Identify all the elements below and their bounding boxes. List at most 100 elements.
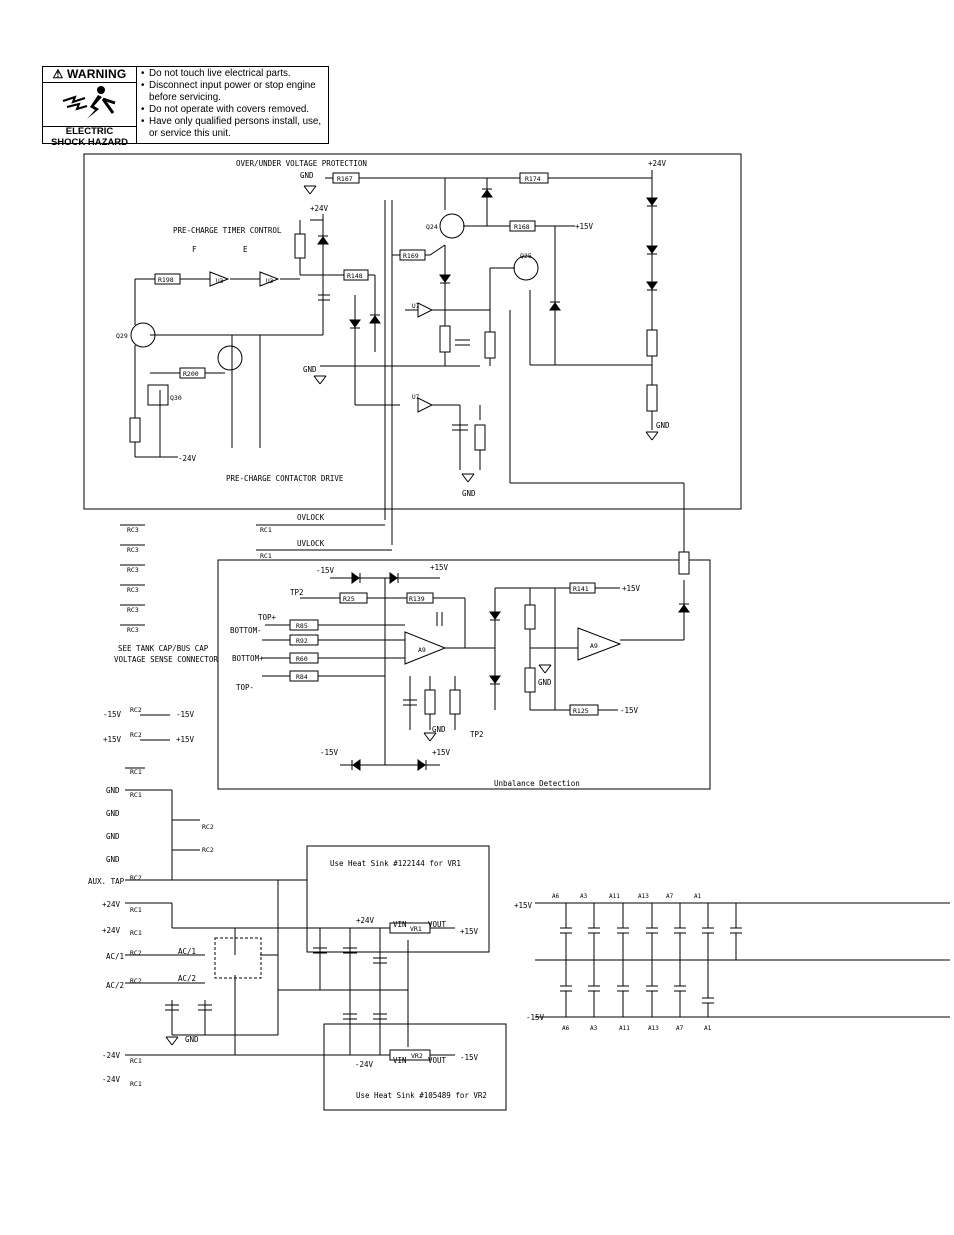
rail-label: +15V [622, 584, 641, 593]
ref-label: Q30 [170, 394, 182, 402]
gnd-label: GND [106, 855, 120, 864]
rail-label: +15V [432, 748, 451, 757]
gnd-label: GND [106, 832, 120, 841]
ref-label: R169 [403, 252, 419, 260]
ic-symbols [209, 271, 622, 665]
signal-e: E [243, 245, 248, 254]
column-label: A1 [694, 893, 702, 900]
gnd-label: GND [300, 171, 314, 180]
ref-label: R92 [296, 637, 308, 645]
ref-label: R85 [296, 622, 308, 630]
ref-label: R84 [296, 673, 308, 681]
connector-label: RC1 [260, 552, 272, 560]
column-label: A11 [619, 1025, 630, 1032]
connector-label: RC1 [130, 768, 142, 776]
ref-label: R60 [296, 655, 308, 663]
bottom-minus-label: BOTTOM- [230, 626, 262, 635]
ref-label: R167 [337, 175, 353, 183]
warning-item: •Have only qualified persons install, us… [141, 116, 322, 139]
ref-label: R141 [573, 585, 589, 593]
gnd-label: GND [185, 1035, 199, 1044]
vr2-ref: VR2 [411, 1052, 423, 1060]
ovp-board-outline [83, 153, 742, 510]
gnd-label: GND [462, 489, 476, 498]
ref-label: U3 [216, 278, 224, 285]
connector-label: RC2 [202, 846, 214, 854]
unbalance-board-outline [217, 559, 711, 790]
column-label: A3 [590, 1025, 598, 1032]
ovlock-label: OVLOCK [297, 513, 325, 522]
warning-left-panel: ⚠ WARNING ELECTRIC SHOCK HAZARD [43, 67, 137, 147]
capacitor-symbols [165, 294, 470, 1020]
column-label: A7 [666, 893, 674, 900]
connector-label: RC3 [127, 566, 139, 574]
gnd-label: GND [656, 421, 670, 430]
connector-label: RC1 [260, 526, 272, 534]
ref-label: A9 [418, 646, 426, 654]
connector-label: RC3 [127, 626, 139, 634]
unbalance-title: Unbalance Detection [494, 779, 580, 788]
tp2-label: TP2 [470, 730, 484, 739]
vr-vout-label: VOUT [428, 1056, 447, 1065]
aux-tap-label: AUX. TAP [88, 877, 125, 886]
ref-label: Q29 [116, 332, 128, 340]
ground-symbols [165, 185, 659, 1046]
connector-label: RC1 [130, 1057, 142, 1065]
ref-label: R139 [409, 595, 425, 603]
rail-label: +15V [514, 901, 533, 910]
decoupling-caps [560, 903, 742, 1017]
column-label: A13 [638, 893, 649, 900]
bottom-plus-label: BOTTOM+ [232, 654, 264, 663]
gnd-label: GND [106, 786, 120, 795]
connector-label: RC2 [130, 706, 142, 714]
gnd-label: GND [106, 809, 120, 818]
ref-label: R168 [514, 223, 530, 231]
warning-title: ⚠ WARNING [43, 67, 136, 83]
connector-label: RC2 [130, 949, 142, 957]
connector-label: RC1 [130, 1080, 142, 1088]
gnd-label: GND [303, 365, 317, 374]
connector-label: RC3 [127, 586, 139, 594]
column-label: A7 [676, 1025, 684, 1032]
signal-f: F [192, 245, 197, 254]
ref-label: A9 [590, 642, 598, 650]
rail-label: +24V [102, 900, 121, 909]
tp2-label: TP2 [290, 588, 304, 597]
connector-label: RC2 [130, 977, 142, 985]
rail-label: -15V [320, 748, 339, 757]
rail-label: -15V [460, 1053, 479, 1062]
gnd-label: GND [538, 678, 552, 687]
electric-shock-icon [43, 83, 136, 126]
top-plus-label: TOP+ [258, 613, 277, 622]
vr1-note: Use Heat Sink #122144 for VR1 [330, 859, 461, 868]
rail-label: -24V [102, 1075, 121, 1084]
ac2-label: AC/2 [106, 981, 124, 990]
warning-label: ⚠ WARNING ELECTRIC SHOCK HAZARD •Do not … [42, 66, 329, 147]
hazard-caption: ELECTRIC SHOCK HAZARD [43, 126, 136, 148]
rail-label: +15V [176, 735, 195, 744]
rail-label: -15V [620, 706, 639, 715]
rail-label: -15V [103, 710, 122, 719]
ref-label: R200 [183, 370, 199, 378]
rail-label: +15V [430, 563, 449, 572]
connector-label: RC1 [130, 906, 142, 914]
rail-label: +15V [103, 735, 122, 744]
gnd-label: GND [432, 725, 446, 734]
warning-item: •Disconnect input power or stop engine b… [141, 80, 316, 103]
column-label: A11 [609, 893, 620, 900]
ac2-label: AC/2 [178, 974, 196, 983]
ref-label: R198 [158, 276, 174, 284]
rail-label: -24V [102, 1051, 121, 1060]
column-label: A3 [580, 893, 588, 900]
vr2-box [323, 1023, 507, 1111]
rail-label: +24V [310, 204, 329, 213]
rail-label: -15V [176, 710, 195, 719]
connector-label: RC2 [202, 823, 214, 831]
warning-list: •Do not touch live electrical parts. •Di… [137, 67, 328, 143]
vr2-note: Use Heat Sink #105489 for VR2 [356, 1091, 487, 1100]
resistor-bodies [129, 172, 690, 1061]
vr-vin-label: VIN [393, 1056, 407, 1065]
ac1-label: AC/1 [106, 952, 124, 961]
diode-symbols [317, 188, 690, 771]
rail-label: +24V [356, 916, 375, 925]
